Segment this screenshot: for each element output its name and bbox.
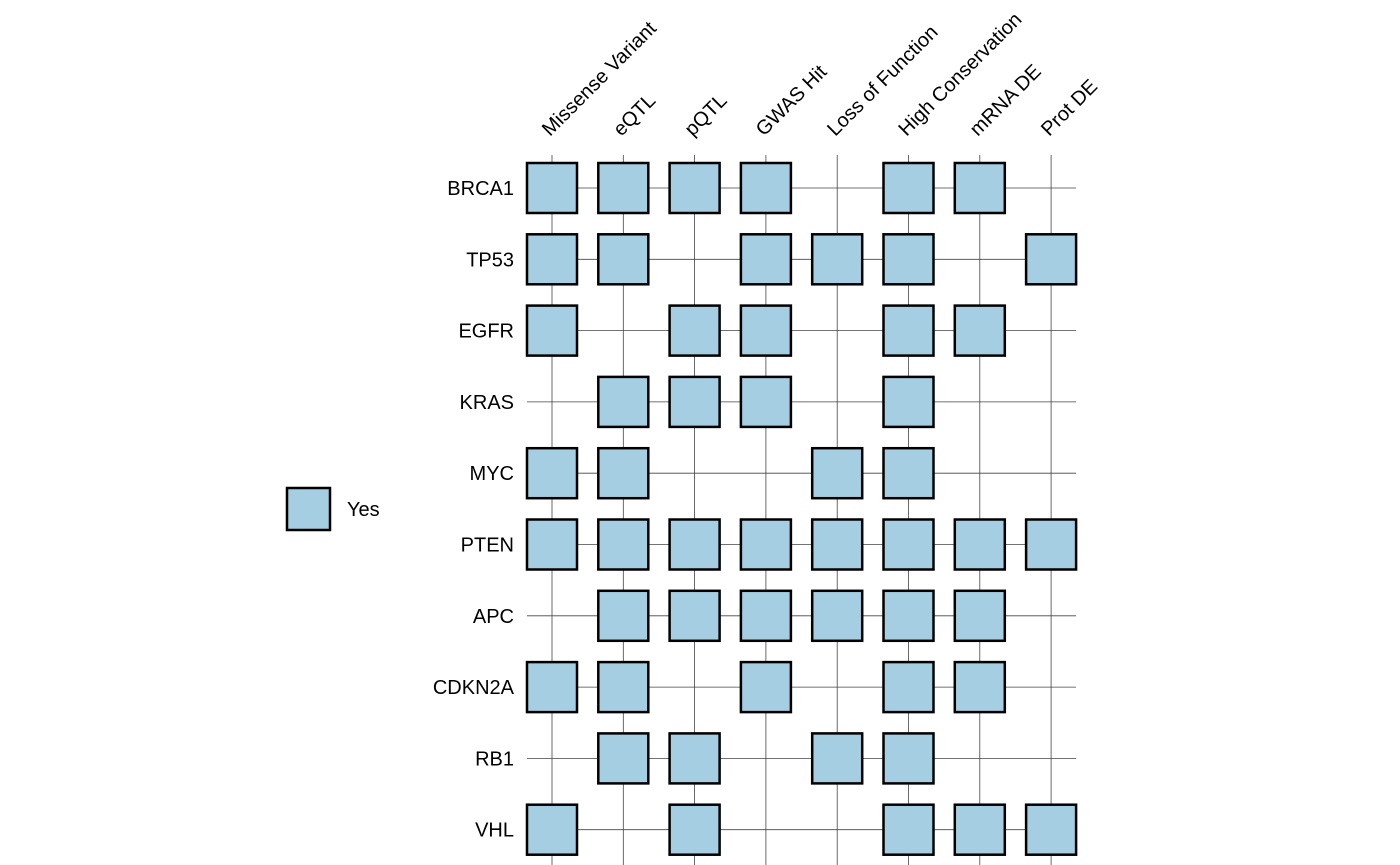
matrix-cell: [882, 233, 935, 286]
matrix-cell: [882, 304, 935, 357]
matrix-cell: [953, 304, 1007, 357]
matrix-cell: [882, 446, 935, 500]
matrix-cell: [739, 375, 793, 429]
matrix-cell: [953, 161, 1007, 215]
matrix-cell: [739, 589, 793, 643]
matrix-cell: [810, 589, 864, 643]
legend-label-yes: Yes: [347, 499, 380, 521]
matrix-cell: [953, 660, 1007, 714]
matrix-cell: [525, 446, 579, 500]
matrix-cells: [525, 161, 1078, 856]
matrix-cell: [739, 233, 793, 286]
row-label: EGFR: [458, 321, 514, 343]
legend: Yes: [285, 486, 380, 532]
column-label: GWAS Hit: [752, 61, 832, 141]
column-label: eQTL: [609, 90, 660, 141]
matrix-cell: [668, 518, 721, 571]
matrix-cell: [525, 161, 579, 215]
matrix-cell: [882, 660, 935, 714]
matrix-cell: [668, 803, 721, 856]
matrix-cell: [882, 803, 935, 856]
matrix-cell: [882, 518, 935, 571]
matrix-cell: [739, 161, 793, 215]
matrix-cell: [953, 803, 1007, 856]
matrix-cell: [597, 660, 650, 714]
matrix-cell: [1024, 233, 1078, 286]
matrix-cell: [1024, 518, 1078, 571]
legend-swatch-yes: [285, 486, 332, 532]
row-label: RB1: [475, 748, 514, 770]
row-label: APC: [473, 606, 514, 628]
column-label: Prot DE: [1037, 75, 1102, 140]
matrix-cell: [525, 304, 579, 357]
matrix-cell: [597, 518, 650, 571]
matrix-cell: [882, 732, 935, 785]
matrix-cell: [1024, 803, 1078, 856]
matrix-cell: [668, 589, 721, 643]
row-label: MYC: [470, 463, 514, 485]
matrix-cell: [668, 375, 721, 429]
matrix-cell: [739, 518, 793, 571]
row-label: CDKN2A: [433, 677, 515, 699]
column-label: High Conservation: [894, 9, 1026, 141]
row-label: BRCA1: [447, 178, 514, 200]
column-label: pQTL: [681, 90, 732, 141]
matrix-cell: [739, 660, 793, 714]
matrix-cell: [597, 161, 650, 215]
row-label: VHL: [475, 820, 514, 842]
matrix-cell: [882, 589, 935, 643]
matrix-cell: [882, 375, 935, 429]
matrix-cell: [525, 233, 579, 286]
matrix-cell: [810, 518, 864, 571]
matrix-cell: [810, 732, 864, 785]
matrix-cell: [810, 446, 864, 500]
matrix-cell: [597, 589, 650, 643]
matrix-cell: [810, 233, 864, 286]
matrix-cell: [597, 446, 650, 500]
row-label: KRAS: [460, 392, 514, 414]
matrix-cell: [668, 161, 721, 215]
matrix-cell: [953, 589, 1007, 643]
matrix-cell: [668, 732, 721, 785]
matrix-cell: [525, 660, 579, 714]
row-label: PTEN: [461, 535, 514, 557]
matrix-cell: [597, 375, 650, 429]
matrix-cell: [597, 732, 650, 785]
matrix-cell: [668, 304, 721, 357]
matrix-cell: [525, 803, 579, 856]
matrix-cell: [739, 304, 793, 357]
matrix-cell: [597, 233, 650, 286]
row-label: TP53: [466, 249, 514, 271]
matrix-cell: [525, 518, 579, 571]
matrix-cell: [953, 518, 1007, 571]
matrix-cell: [882, 161, 935, 215]
